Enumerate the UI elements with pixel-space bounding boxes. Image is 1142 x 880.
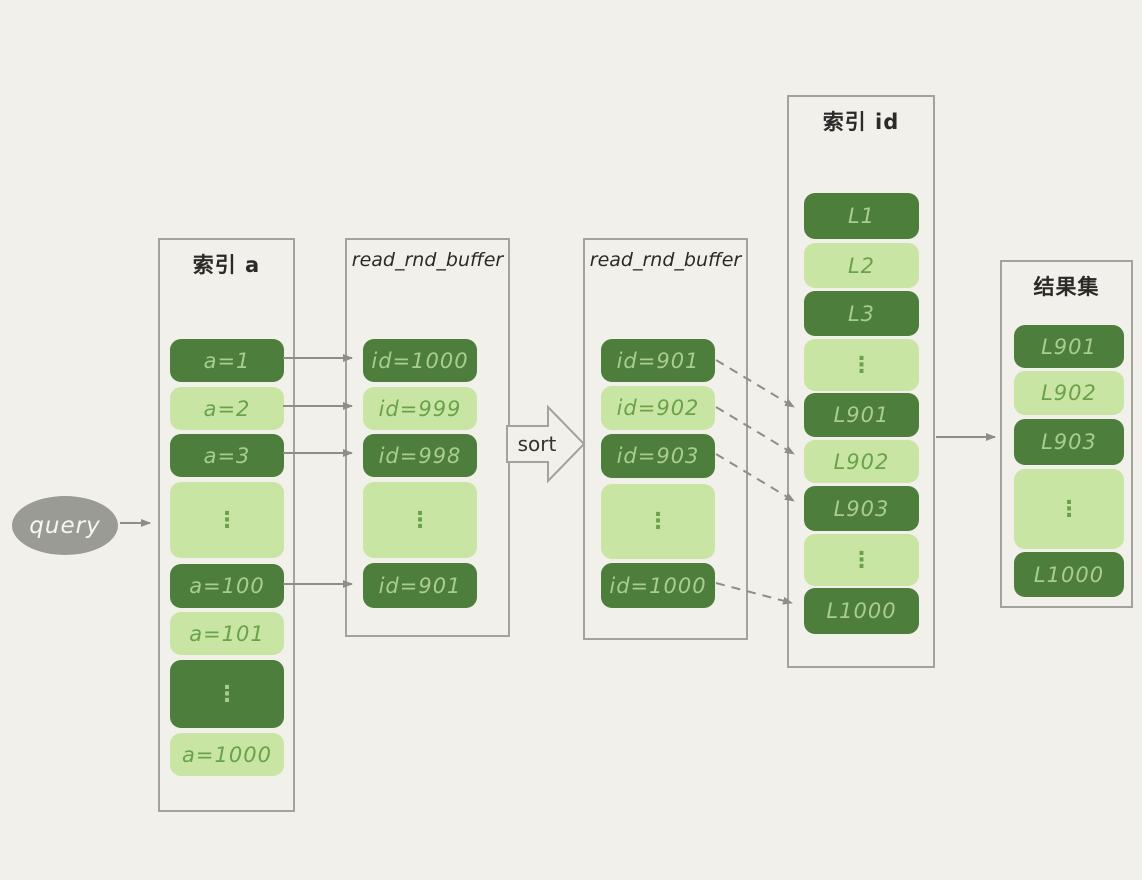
result-cell: L901 bbox=[1014, 325, 1124, 368]
index-id-cell: L3 bbox=[804, 291, 919, 336]
read-rnd-buffer-title: read_rnd_buffer bbox=[589, 249, 742, 271]
index-id-cell: L903 bbox=[804, 486, 919, 531]
result-cell: L903 bbox=[1014, 419, 1124, 465]
index-a-ellipsis-cell: ⋮ bbox=[170, 660, 284, 728]
buffer-cell: id=901 bbox=[601, 339, 715, 382]
query-node: query bbox=[12, 496, 118, 555]
buffer-ellipsis-cell: ⋮ bbox=[601, 484, 715, 559]
buffer-cell: id=1000 bbox=[601, 563, 715, 608]
sort-label: sort bbox=[518, 432, 557, 456]
result-set-title: 结果集 bbox=[1033, 275, 1100, 299]
index-a-cell: a=2 bbox=[170, 387, 284, 430]
index-id-cell: L902 bbox=[804, 440, 919, 483]
read-rnd-buffer-sorted-box: read_rnd_buffer id=901 id=902 id=903 ⋮ i… bbox=[583, 238, 748, 640]
read-rnd-buffer-unsorted-box: read_rnd_buffer id=1000 id=999 id=998 ⋮ … bbox=[345, 238, 510, 637]
index-id-box: 索引 id L1 L2 L3 ⋮ L901 L902 L903 ⋮ L1000 bbox=[787, 95, 935, 668]
buffer-cell: id=1000 bbox=[363, 339, 477, 382]
index-id-cell: L2 bbox=[804, 243, 919, 288]
result-cell: L902 bbox=[1014, 371, 1124, 415]
buffer-cell: id=902 bbox=[601, 386, 715, 430]
buffer-cell: id=998 bbox=[363, 434, 477, 477]
index-id-ellipsis-cell: ⋮ bbox=[804, 339, 919, 391]
index-a-cell: a=1000 bbox=[170, 733, 284, 776]
result-ellipsis-cell: ⋮ bbox=[1014, 469, 1124, 549]
index-id-cell: L1000 bbox=[804, 588, 919, 634]
query-label: query bbox=[29, 512, 101, 539]
index-a-cell: a=101 bbox=[170, 612, 284, 655]
index-a-cell: a=1 bbox=[170, 339, 284, 382]
read-rnd-buffer-title: read_rnd_buffer bbox=[351, 249, 504, 271]
index-a-box: 索引 a a=1 a=2 a=3 ⋮ a=100 a=101 ⋮ a=1000 bbox=[158, 238, 295, 812]
index-id-title: 索引 id bbox=[822, 110, 900, 134]
buffer-cell: id=999 bbox=[363, 387, 477, 430]
index-id-cell: L901 bbox=[804, 393, 919, 437]
buffer-cell: id=903 bbox=[601, 434, 715, 478]
buffer-ellipsis-cell: ⋮ bbox=[363, 482, 477, 558]
result-cell: L1000 bbox=[1014, 552, 1124, 597]
sort-block-arrow bbox=[506, 404, 586, 484]
index-a-cell: a=3 bbox=[170, 434, 284, 477]
index-id-cell: L1 bbox=[804, 193, 919, 239]
index-a-ellipsis-cell: ⋮ bbox=[170, 482, 284, 558]
index-id-ellipsis-cell: ⋮ bbox=[804, 534, 919, 586]
index-a-cell: a=100 bbox=[170, 564, 284, 608]
result-set-box: 结果集 L901 L902 L903 ⋮ L1000 bbox=[1000, 260, 1133, 608]
index-a-title: 索引 a bbox=[192, 253, 261, 277]
buffer-cell: id=901 bbox=[363, 563, 477, 608]
